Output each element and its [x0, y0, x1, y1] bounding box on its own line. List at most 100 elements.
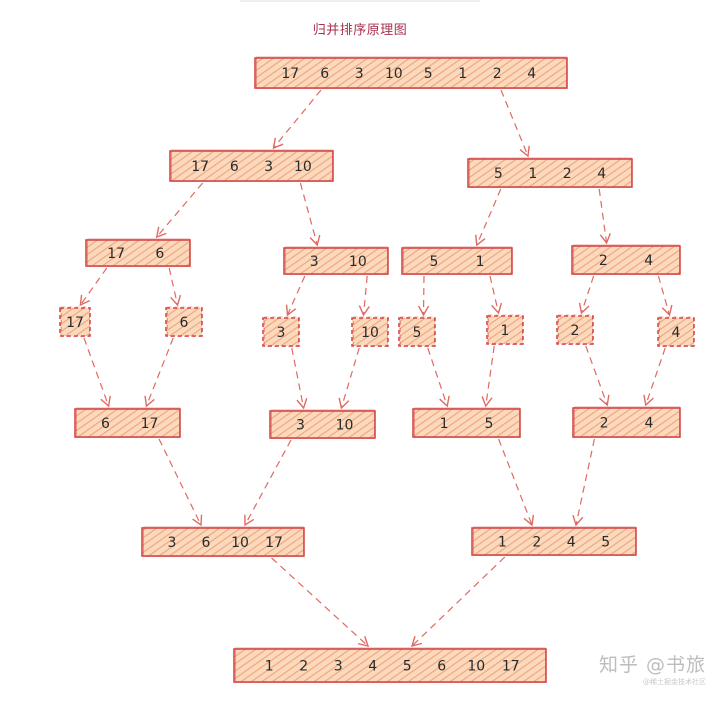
- array-value: 1: [440, 416, 449, 432]
- box-fill: [165, 307, 203, 337]
- box-fill: [169, 150, 334, 182]
- box-sketch-outline: [488, 314, 523, 345]
- merge-arrow: [158, 438, 203, 527]
- box-fill: [262, 317, 300, 347]
- array-value: 6: [202, 535, 211, 551]
- array-value: 6: [320, 66, 329, 82]
- merge-arrow: [358, 275, 370, 317]
- array-value: 17: [66, 315, 84, 331]
- box-sketch-outline: [400, 316, 435, 347]
- array-value: 10: [294, 159, 312, 175]
- array-box-singles: 3: [262, 316, 300, 347]
- array-value: 17: [107, 246, 125, 262]
- box-sketch-outline: [235, 647, 546, 683]
- merge-arrow: [572, 438, 595, 527]
- merge-arrow: [291, 347, 308, 410]
- array-box-split-2: 3 10: [283, 246, 389, 275]
- array-value: 3: [277, 325, 286, 341]
- array-value: 3: [296, 418, 305, 434]
- array-value: 5: [494, 166, 503, 182]
- merge-arrow: [168, 267, 182, 307]
- array-value: 5: [413, 325, 422, 341]
- array-value: 6: [230, 159, 239, 175]
- array-value: 1: [265, 659, 274, 675]
- array-value: 1: [528, 166, 537, 182]
- array-value: 3: [334, 659, 343, 675]
- box-sketch-outline: [659, 316, 694, 347]
- array-value: 10: [385, 66, 403, 82]
- box-sketch-outline: [143, 526, 304, 557]
- merge-arrow: [417, 275, 430, 317]
- array-value: 6: [101, 416, 110, 432]
- array-value: 1: [498, 535, 507, 551]
- array-box-singles: 4: [657, 316, 695, 347]
- array-value: 6: [180, 315, 189, 331]
- watermark: 知乎 @书旅 @稀土掘金技术社区: [599, 656, 706, 686]
- array-value: 10: [349, 254, 367, 270]
- box-fill: [467, 158, 633, 188]
- diagram-title: 归并排序原理图: [312, 23, 408, 38]
- merge-arrow: [427, 347, 450, 408]
- box-fill: [233, 648, 547, 683]
- array-value: 3: [355, 66, 364, 82]
- box-fill: [571, 245, 681, 275]
- box-sketch-outline: [574, 406, 680, 438]
- merge-arrow: [272, 89, 322, 150]
- array-value: 17: [281, 66, 299, 82]
- array-value: 3: [264, 159, 273, 175]
- array-value: 2: [599, 253, 608, 269]
- array-value: 17: [265, 535, 283, 551]
- box-sketch-outline: [414, 407, 520, 438]
- array-value: 1: [501, 323, 510, 339]
- merge-arrow: [79, 267, 108, 307]
- array-value: 5: [601, 535, 610, 551]
- array-value: 4: [597, 166, 606, 182]
- box-fill: [486, 315, 524, 345]
- merge-arrow: [598, 188, 611, 245]
- box-fill: [269, 410, 376, 439]
- array-value: 10: [231, 535, 249, 551]
- box-sketch-outline: [87, 238, 190, 267]
- merge-arrow: [83, 337, 111, 408]
- top-divider: [240, 0, 480, 2]
- array-box-singles: 5: [398, 316, 436, 347]
- merge-arrow: [585, 345, 610, 407]
- array-box-merge-1: 6 17: [74, 407, 181, 438]
- array-value: 3: [168, 535, 177, 551]
- array-value: 5: [485, 416, 494, 432]
- array-value: 17: [141, 416, 159, 432]
- array-value: 5: [429, 254, 438, 270]
- array-value: 5: [424, 66, 433, 82]
- merge-arrow: [285, 275, 306, 317]
- merge-arrow: [144, 337, 174, 408]
- merge-arrow: [500, 89, 530, 158]
- array-value: 3: [310, 254, 319, 270]
- merge-arrow: [410, 556, 506, 647]
- box-fill: [351, 317, 389, 347]
- box-sketch-outline: [171, 149, 333, 182]
- box-fill: [401, 247, 513, 275]
- merge-arrow: [578, 275, 595, 315]
- array-value: 10: [336, 418, 354, 434]
- box-sketch-outline: [573, 244, 680, 275]
- box-fill: [283, 247, 389, 275]
- watermark-sub-text: @稀土掘金技术社区: [643, 678, 706, 686]
- arrow-layer: [79, 89, 673, 647]
- box-fill: [74, 408, 181, 438]
- array-value: 17: [191, 159, 209, 175]
- array-value: 2: [299, 659, 308, 675]
- box-fill: [471, 527, 637, 556]
- box-sketch-outline: [61, 306, 90, 337]
- box-sketch-outline: [285, 246, 388, 275]
- array-value: 2: [571, 323, 580, 339]
